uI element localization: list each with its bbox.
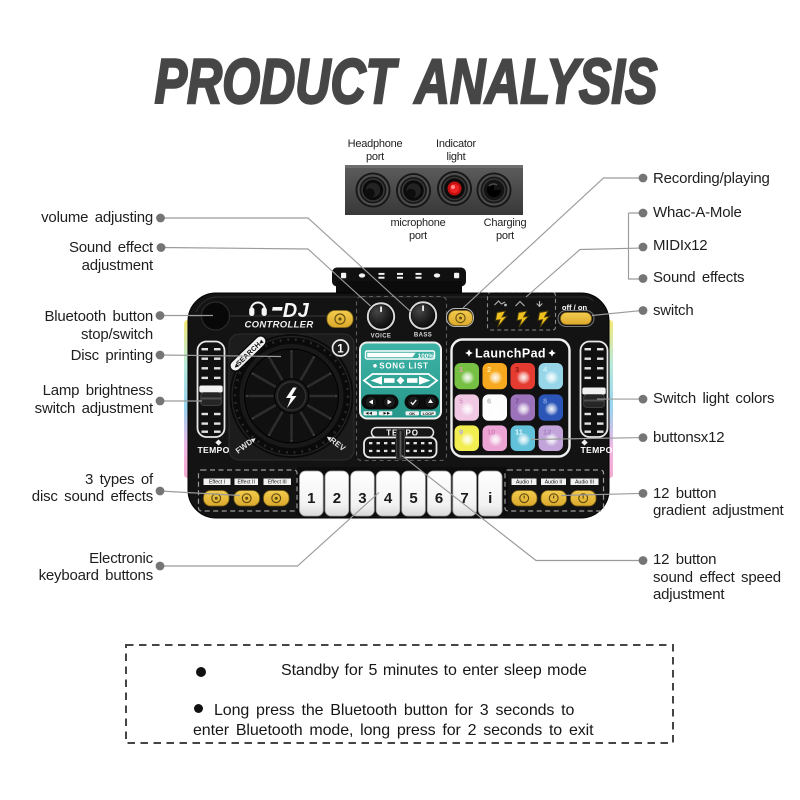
svg-text:Effect III: Effect III bbox=[268, 480, 287, 486]
svg-text:100%: 100% bbox=[418, 353, 435, 360]
svg-text:SONG LIST: SONG LIST bbox=[379, 362, 428, 371]
svg-text:Audio I: Audio I bbox=[516, 480, 532, 486]
svg-text:1: 1 bbox=[307, 490, 315, 507]
svg-text:2: 2 bbox=[487, 365, 491, 374]
svg-text:3: 3 bbox=[358, 490, 366, 507]
svg-text:off / on: off / on bbox=[562, 303, 588, 312]
svg-text:3: 3 bbox=[515, 365, 519, 374]
svg-text:1: 1 bbox=[337, 343, 344, 355]
svg-text:Audio II: Audio II bbox=[545, 480, 563, 486]
svg-text:LaunchPad: LaunchPad bbox=[475, 347, 546, 361]
svg-text:10: 10 bbox=[487, 428, 495, 437]
svg-text:12: 12 bbox=[543, 428, 551, 437]
svg-text:Effect II: Effect II bbox=[237, 480, 255, 486]
svg-text:6: 6 bbox=[435, 490, 443, 507]
svg-text:Effect I: Effect I bbox=[209, 480, 225, 486]
svg-text:LOOP: LOOP bbox=[423, 411, 435, 416]
svg-text:TEMPO: TEMPO bbox=[198, 445, 230, 455]
svg-text:7: 7 bbox=[515, 397, 519, 406]
svg-text:TEMPO: TEMPO bbox=[581, 445, 613, 455]
svg-text:4: 4 bbox=[543, 365, 548, 374]
svg-text:BASS: BASS bbox=[414, 333, 432, 339]
svg-text:6: 6 bbox=[487, 397, 491, 406]
svg-text:CONTROLLER: CONTROLLER bbox=[245, 320, 314, 331]
svg-text:5: 5 bbox=[409, 490, 417, 507]
svg-text:9: 9 bbox=[459, 428, 463, 437]
svg-text:11: 11 bbox=[515, 428, 523, 437]
svg-text:8: 8 bbox=[543, 397, 547, 406]
svg-text:OK: OK bbox=[409, 411, 415, 416]
svg-text:5: 5 bbox=[459, 397, 463, 406]
svg-text:VOICE: VOICE bbox=[371, 334, 392, 340]
svg-text:4: 4 bbox=[384, 490, 393, 507]
svg-text:2: 2 bbox=[333, 490, 341, 507]
svg-text:1: 1 bbox=[459, 365, 463, 374]
svg-text:7: 7 bbox=[460, 490, 468, 507]
svg-text:Audio III: Audio III bbox=[575, 480, 594, 486]
svg-text:DJ: DJ bbox=[283, 300, 310, 322]
svg-text:i: i bbox=[488, 490, 492, 507]
